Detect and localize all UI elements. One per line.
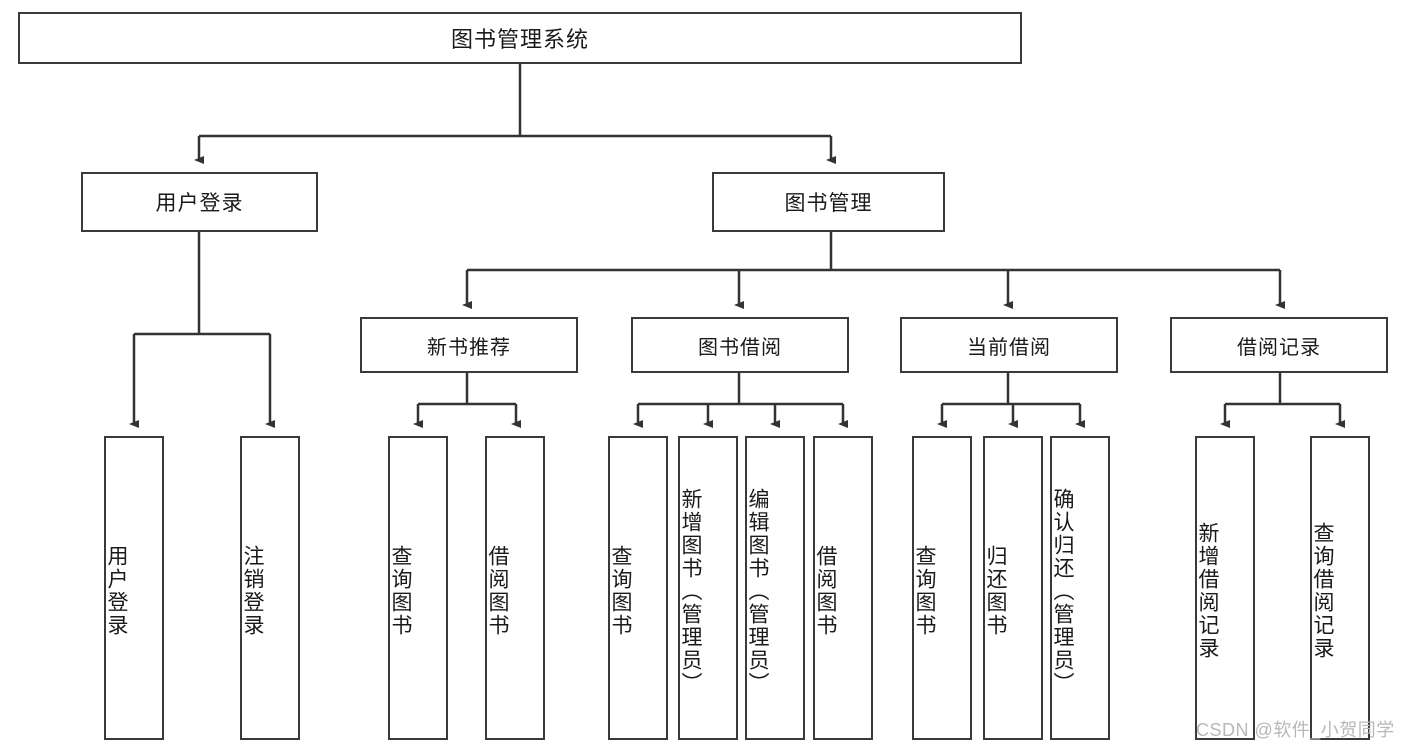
node-leaf-edit-book-label: 编辑图书（管理员） xyxy=(746,487,769,695)
node-leaf-borrow-book-label: 借阅图书 xyxy=(814,545,837,637)
node-leaf-borrow-book-recommend-label: 借阅图书 xyxy=(486,545,509,637)
node-book-borrow-label: 图书借阅 xyxy=(698,336,782,359)
node-root-label: 图书管理系统 xyxy=(450,27,589,52)
node-leaf-query-book-current[interactable]: 查询图书 xyxy=(912,436,972,740)
node-leaf-edit-book[interactable]: 编辑图书（管理员） xyxy=(745,436,805,740)
node-user-login[interactable]: 用户登录 xyxy=(81,172,318,232)
node-book-management[interactable]: 图书管理 xyxy=(712,172,945,232)
node-leaf-confirm-return[interactable]: 确认归还（管理员） xyxy=(1050,436,1110,740)
node-current-borrow-label: 当前借阅 xyxy=(967,336,1051,359)
node-leaf-return-book-label: 归还图书 xyxy=(984,545,1007,637)
node-leaf-query-borrow-record-label: 查询借阅记录 xyxy=(1311,522,1334,660)
node-new-book-recommend-label: 新书推荐 xyxy=(427,336,511,359)
node-leaf-query-book-recommend[interactable]: 查询图书 xyxy=(388,436,448,740)
node-leaf-user-login-label: 用户登录 xyxy=(105,545,128,637)
node-leaf-borrow-book[interactable]: 借阅图书 xyxy=(813,436,873,740)
node-user-login-label: 用户登录 xyxy=(155,192,244,215)
node-book-management-label: 图书管理 xyxy=(784,192,873,215)
node-book-borrow[interactable]: 图书借阅 xyxy=(631,317,849,373)
node-leaf-logout[interactable]: 注销登录 xyxy=(240,436,300,740)
node-new-book-recommend[interactable]: 新书推荐 xyxy=(360,317,578,373)
node-leaf-query-book-recommend-label: 查询图书 xyxy=(389,545,412,637)
node-root[interactable]: 图书管理系统 xyxy=(18,12,1022,64)
node-leaf-add-book-label: 新增图书（管理员） xyxy=(679,487,702,695)
node-leaf-user-login[interactable]: 用户登录 xyxy=(104,436,164,740)
node-borrow-record[interactable]: 借阅记录 xyxy=(1170,317,1388,373)
node-leaf-borrow-book-recommend[interactable]: 借阅图书 xyxy=(485,436,545,740)
node-leaf-add-borrow-record[interactable]: 新增借阅记录 xyxy=(1195,436,1255,740)
node-leaf-query-book-current-label: 查询图书 xyxy=(913,545,936,637)
node-leaf-add-book[interactable]: 新增图书（管理员） xyxy=(678,436,738,740)
node-borrow-record-label: 借阅记录 xyxy=(1237,336,1321,359)
node-leaf-query-book-borrow[interactable]: 查询图书 xyxy=(608,436,668,740)
node-leaf-add-borrow-record-label: 新增借阅记录 xyxy=(1196,522,1219,660)
node-leaf-return-book[interactable]: 归还图书 xyxy=(983,436,1043,740)
node-leaf-logout-label: 注销登录 xyxy=(241,545,264,637)
csdn-watermark: CSDN @软件_小贺同学 xyxy=(1196,720,1395,740)
node-current-borrow[interactable]: 当前借阅 xyxy=(900,317,1118,373)
node-leaf-confirm-return-label: 确认归还（管理员） xyxy=(1051,487,1074,695)
node-leaf-query-book-borrow-label: 查询图书 xyxy=(609,545,632,637)
node-leaf-query-borrow-record[interactable]: 查询借阅记录 xyxy=(1310,436,1370,740)
